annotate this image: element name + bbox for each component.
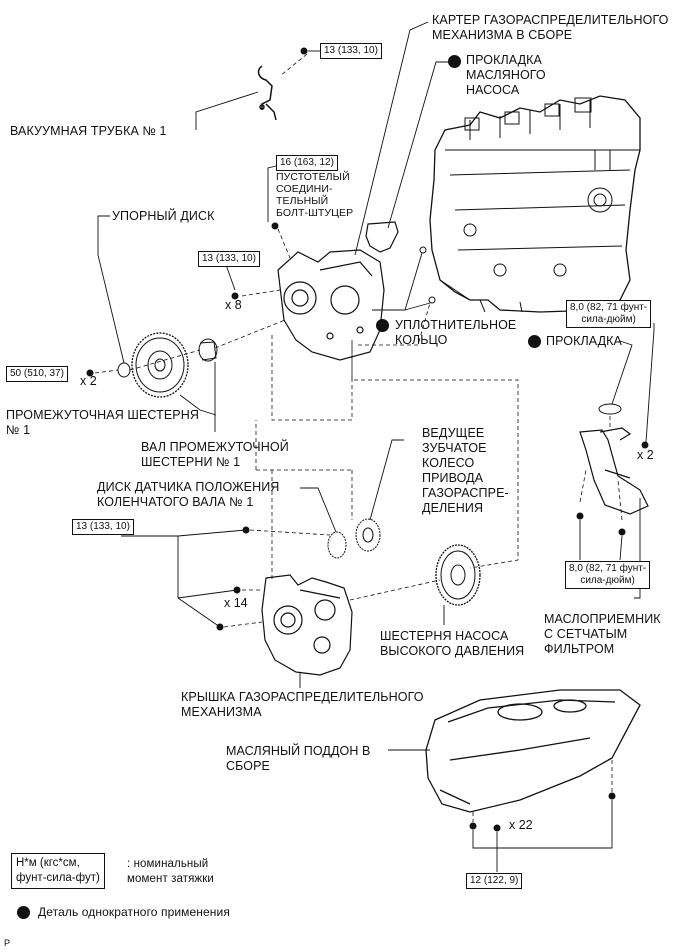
multiplier-housing: x 8 [225,298,242,312]
torque-box-oil-pan: 12 (122, 9) [466,873,523,889]
multiplier-thrust: x 2 [80,374,97,388]
strainer-label: МАСЛОПРИЕМНИК С СЕТЧАТЫМ ФИЛЬТРОМ [544,612,661,656]
o-ring-label: УПЛОТНИТЕЛЬНОЕ КОЛЬЦО [395,318,517,347]
o-ring-lower [428,296,436,304]
camshaft-housing-drawing [277,249,385,361]
oil-strainer-drawing [579,427,649,515]
torque-box-strainer-bolts: 8,0 (82, 71 фунт- сила-дюйм) [565,561,651,589]
drive-gear-label: ВЕДУЩЕЕ ЗУБЧАТОЕ КОЛЕСО ПРИВОДА ГАЗОРАСП… [422,426,509,515]
torque-box-vacuum-tube: 13 (133, 10) [320,43,382,59]
single-use-marker-o-ring [376,319,389,332]
single-use-marker-oil-pump-gasket [448,55,461,68]
multiplier-gasket: x 2 [637,448,654,462]
torque-box-housing: 13 (133, 10) [198,251,260,267]
torque-box-hollow-bolt: 16 (163, 12) [276,155,338,171]
gasket-label: ПРОКЛАДКА [546,334,622,348]
multiplier-oil-pan: x 22 [509,818,533,832]
idler-shaft-label: ВАЛ ПРОМЕЖУТОЧНОЙ ШЕСТЕРНИ № 1 [141,440,289,469]
legend-single-use-text: Деталь однократного применения [38,905,230,919]
alignment-lines [94,53,623,822]
oil-pan-drawing [425,689,641,813]
leader-lines [97,21,655,872]
legend-torque-desc: : номинальный момент затяжки [127,858,214,885]
torque-box-thrust-washer: 50 (510, 37) [6,366,68,382]
engine-block-drawing [429,95,641,313]
idler-gear-label: ПРОМЕЖУТОЧНАЯ ШЕСТЕРНЯ № 1 [6,408,199,437]
idler-shaft-drawing [198,338,218,362]
vacuum-tube-label: ВАКУУМНАЯ ТРУБКА № 1 [10,124,167,138]
thrust-washer-label: УПОРНЫЙ ДИСК [112,209,215,223]
strainer-gasket-drawing [598,403,622,415]
timing-cover-drawing [261,574,353,676]
torque-box-gasket-bolts: 8,0 (82, 71 фунт- сила-дюйм) [566,300,652,328]
hp-pump-gear-label: ШЕСТЕРНЯ НАСОСА ВЫСОКОГО ДАВЛЕНИЯ [380,629,525,658]
legend-torque-unit-box: Н*м (кгс*см, фунт-сила-фут) [11,853,105,889]
footer-code: P [4,938,11,948]
o-ring-upper [419,246,427,254]
single-use-marker-gasket [528,335,541,348]
legend-single-use-marker [17,906,30,919]
oil-pump-gasket-drawing [365,221,399,253]
oil-pan-label: МАСЛЯНЫЙ ПОДДОН В СБОРЕ [226,744,371,773]
hollow-bolt-label: ПУСТОТЕЛЫЙ СОЕДИНИ- ТЕЛЬНЫЙ БОЛТ-ШТУЦЕР [276,171,354,219]
oil-pump-gasket-label: ПРОКЛАДКА МАСЛЯНОГО НАСОСА [466,53,546,97]
multiplier-cover: x 14 [224,596,248,610]
crank-sensor-plate-label: ДИСК ДАТЧИКА ПОЛОЖЕНИЯ КОЛЕНЧАТОГО ВАЛА … [97,480,280,509]
thrust-washer-drawing [117,362,131,378]
camshaft-housing-label: КАРТЕР ГАЗОРАСПРЕДЕЛИТЕЛЬНОГО МЕХАНИЗМА … [432,13,669,42]
hp-pump-gear-drawing [435,544,481,606]
crank-sensor-plate-drawing [327,531,347,559]
timing-cover-label: КРЫШКА ГАЗОРАСПРЕДЕЛИТЕЛЬНОГО МЕХАНИЗМА [181,690,424,719]
timing-drive-gear-drawing [355,518,381,552]
vacuum-tube-drawing [257,65,277,121]
torque-box-cover-bolts: 13 (133, 10) [72,519,134,535]
idler-gear-drawing [131,332,189,398]
